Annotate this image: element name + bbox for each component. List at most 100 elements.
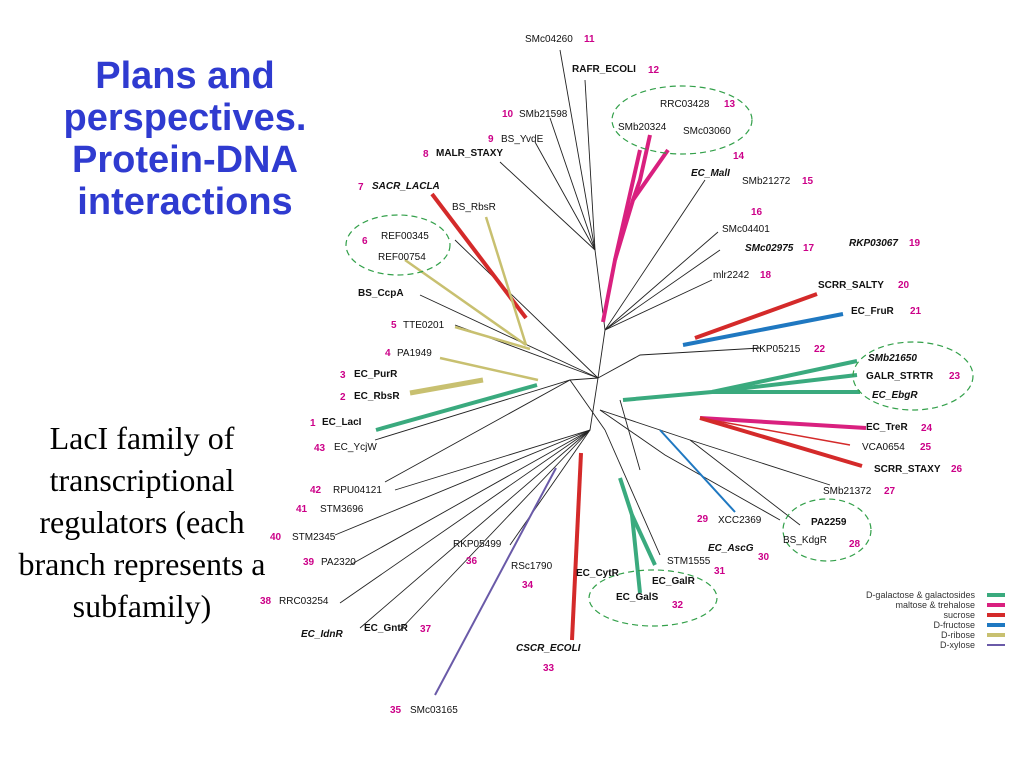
leaf-number: 10 [502, 109, 514, 120]
ribose-branch-1 [484, 216, 528, 346]
leaf-number: 3 [340, 370, 346, 381]
leaf-number: 18 [760, 270, 772, 281]
leaf-number: 6 [362, 236, 368, 247]
legend-swatch-ribose [987, 633, 1005, 637]
leaf-number: 14 [733, 151, 745, 162]
leaf-label: SMc03165 [410, 705, 458, 716]
leaf-label: RAFR_ECOLI [572, 64, 636, 75]
sucrose-branch-4 [699, 417, 851, 446]
leaf-label: EC_AscG [708, 543, 754, 554]
leaf-number: 26 [951, 464, 963, 475]
leaf-number: 31 [714, 566, 726, 577]
ellipse-6 [345, 214, 451, 276]
slide-subtitle: LacI family of transcriptional regulator… [18, 420, 266, 624]
leaf-label: SMc02975 [745, 243, 794, 254]
leaf-number: 37 [420, 624, 432, 635]
ellipse-28 [782, 498, 872, 562]
sucrose-branch-5 [570, 452, 583, 641]
leaf-label: PA2320 [321, 557, 356, 568]
leaf-label: SCRR_STAXY [874, 464, 941, 475]
leaf-label: SMb21372 [823, 486, 872, 497]
leaf-label: EC_FruR [851, 306, 895, 317]
sucrose-branch-2 [694, 292, 818, 340]
legend-swatch-galactose [987, 593, 1005, 597]
leaf-label: GALR_STRTR [866, 371, 934, 382]
ellipse-13-14 [611, 85, 753, 155]
leaf-number: 20 [898, 280, 910, 291]
leaf-number: 29 [697, 514, 709, 525]
leaf-label: RSc1790 [511, 561, 553, 572]
leaf-number: 22 [814, 344, 826, 355]
leaf-number: 19 [909, 238, 921, 249]
leaf-labels: SMc04260 11 RAFR_ECOLI 12 RRC03428 13 SM… [260, 34, 963, 716]
leaf-label: SMb21598 [519, 109, 568, 120]
legend-label: D-xylose [940, 640, 975, 650]
legend: D-galactose & galactosides maltose & tre… [866, 590, 1005, 650]
leaf-number: 40 [270, 532, 282, 543]
leaf-number: 2 [340, 392, 346, 403]
leaf-number: 4 [385, 348, 391, 359]
leaf-number: 38 [260, 596, 272, 607]
leaf-label: RKP05215 [752, 344, 801, 355]
leaf-label: EC_EbgR [872, 390, 918, 401]
leaf-number: 41 [296, 504, 308, 515]
leaf-label: SMc04401 [722, 224, 770, 235]
xylose-branch [434, 467, 557, 696]
leaf-label: REF00754 [378, 252, 426, 263]
legend-label: D-galactose & galactosides [866, 590, 976, 600]
galactose-branch-1 [375, 383, 538, 432]
leaf-label: SMb21650 [868, 353, 917, 364]
leaf-number: 8 [423, 149, 429, 160]
ribose-branch-3 [454, 325, 531, 351]
leaf-label: STM1555 [667, 556, 711, 567]
leaf-label: mlr2242 [713, 270, 750, 281]
legend-swatch-maltose [987, 603, 1005, 607]
leaf-label: SMb20324 [618, 122, 667, 133]
leaf-label: RRC03254 [279, 596, 329, 607]
leaf-label: CSCR_ECOLI [516, 643, 581, 654]
leaf-label: PA1949 [397, 348, 432, 359]
leaf-number: 15 [802, 176, 814, 187]
leaf-label: SMb21272 [742, 176, 791, 187]
galactose-branch-3 [711, 373, 858, 394]
leaf-number: 43 [314, 443, 326, 454]
ellipse-23 [852, 341, 974, 411]
leaf-number: 42 [310, 485, 322, 496]
leaf-label: RRC03428 [660, 99, 710, 110]
leaf-number: 12 [648, 65, 660, 76]
leaf-label: RKP03067 [849, 238, 898, 249]
leaf-label: BS_YvdE [501, 134, 544, 145]
leaf-label: EC_IdnR [301, 629, 343, 640]
leaf-label: EC_GntR [364, 623, 409, 634]
legend-swatch-xylose [987, 644, 1005, 646]
leaf-number: 36 [466, 556, 478, 567]
leaf-number: 24 [921, 423, 933, 434]
colored-branches [375, 134, 867, 696]
leaf-label: SACR_LACLA [372, 181, 440, 192]
galactose-branch-5 [618, 477, 642, 594]
subfamily-ellipses [345, 85, 974, 627]
legend-label: maltose & trehalose [895, 600, 975, 610]
leaf-label: EC_TreR [866, 422, 908, 433]
ribose-branch-2 [404, 258, 527, 347]
leaf-label: MALR_STAXY [436, 148, 503, 159]
leaf-number: 17 [803, 243, 815, 254]
leaf-label: STM3696 [320, 504, 364, 515]
leaf-label: RKP05499 [453, 539, 502, 550]
leaf-number: 27 [884, 486, 896, 497]
leaf-label: EC_LacI [322, 417, 362, 428]
leaf-number: 7 [358, 182, 364, 193]
leaf-number: 35 [390, 705, 402, 716]
maltose-branch-3 [631, 134, 652, 201]
leaf-label: BS_RbsR [452, 202, 496, 213]
leaf-number: 34 [522, 580, 534, 591]
leaf-number: 11 [584, 34, 595, 45]
leaf-label: EC_GalS [616, 592, 659, 603]
legend-swatch-sucrose [987, 613, 1005, 617]
slide-title: Plans and perspectives. Protein-DNA inte… [63, 55, 307, 223]
leaf-label: SMc03060 [683, 126, 731, 137]
leaf-label: REF00345 [381, 231, 429, 242]
leaf-label: STM2345 [292, 532, 336, 543]
leaf-number: 33 [543, 663, 555, 674]
